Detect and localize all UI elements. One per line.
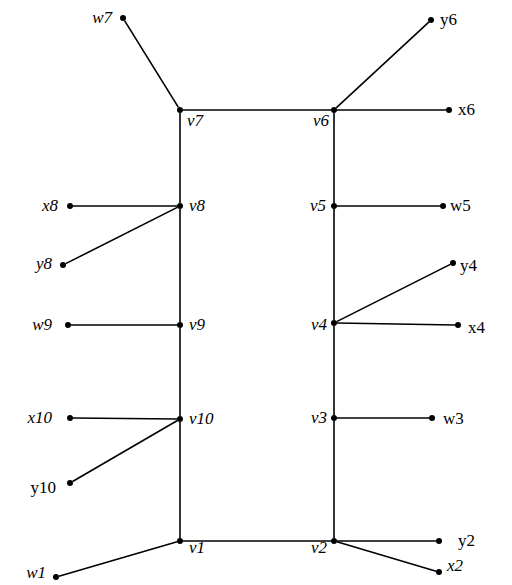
graph-edge xyxy=(71,324,177,326)
graph-edge xyxy=(179,209,181,322)
graph-vertex: y2 xyxy=(436,538,442,544)
graph-vertex: y8 xyxy=(60,262,66,268)
graph-vertex: w7 xyxy=(120,15,126,21)
graph-vertex: v1 xyxy=(177,538,183,544)
vertex-label: v6 xyxy=(313,111,329,131)
graph-vertex: x10 xyxy=(67,415,73,421)
graph-vertex: y10 xyxy=(67,480,73,486)
vertex-label: v4 xyxy=(311,315,327,335)
vertex-label: v3 xyxy=(311,408,327,428)
vertex-label: y4 xyxy=(460,256,477,276)
graph-edge xyxy=(73,417,177,420)
graph-edge xyxy=(73,421,178,482)
graph-edge xyxy=(183,109,331,111)
graph-vertex: v6 xyxy=(331,107,337,113)
graph-vertex: v8 xyxy=(177,203,183,209)
graph-vertex: v3 xyxy=(331,415,337,421)
vertex-label: y2 xyxy=(458,531,475,551)
graph-vertex: v9 xyxy=(177,322,183,328)
graph-edge xyxy=(337,542,436,571)
graph-vertex: x2 xyxy=(436,569,442,575)
graph-vertex: y6 xyxy=(428,17,434,23)
graph-edge xyxy=(73,205,177,207)
vertex-label: x10 xyxy=(27,408,52,428)
graph-edge xyxy=(183,540,331,542)
vertex-label: w7 xyxy=(92,8,112,28)
graph-vertex: w1 xyxy=(53,574,59,580)
graph-vertex: v4 xyxy=(331,320,337,326)
graph-vertex: v10 xyxy=(177,416,183,422)
graph-edge xyxy=(337,264,451,321)
vertex-label: v1 xyxy=(189,538,205,558)
graph-edge xyxy=(66,207,178,263)
graph-vertex: x4 xyxy=(455,322,461,328)
vertex-label: w1 xyxy=(26,563,46,583)
graph-edge xyxy=(337,323,455,325)
vertex-label: v2 xyxy=(311,538,327,558)
vertex-label: w5 xyxy=(450,196,471,216)
vertex-label: w3 xyxy=(443,409,464,429)
graph-edge xyxy=(333,326,335,415)
graph-vertex: v5 xyxy=(331,203,337,209)
graph-vertex: x6 xyxy=(446,107,452,113)
vertex-label: x8 xyxy=(42,196,58,216)
vertex-label: x4 xyxy=(468,318,485,338)
vertex-label: v8 xyxy=(189,196,205,216)
graph-edge xyxy=(333,209,335,320)
vertex-label: w9 xyxy=(32,315,52,335)
graph-edge xyxy=(337,205,440,207)
graph-vertex: y4 xyxy=(450,260,456,266)
graph-vertex: w9 xyxy=(65,322,71,328)
graph-edge xyxy=(337,109,446,111)
vertex-label: x2 xyxy=(447,556,463,576)
vertex-label: y8 xyxy=(36,254,52,274)
vertex-label: v10 xyxy=(189,409,214,429)
graph-vertex: v2 xyxy=(331,538,337,544)
vertex-label: x6 xyxy=(458,100,475,120)
graph-edge xyxy=(59,542,177,576)
graph-edge xyxy=(125,21,179,108)
graph-edge xyxy=(337,540,436,542)
graph-vertex: x8 xyxy=(67,203,73,209)
graph-edge xyxy=(333,113,335,203)
graph-edge xyxy=(337,417,429,419)
graph-vertex: v7 xyxy=(177,107,183,113)
vertex-label: y6 xyxy=(440,10,457,30)
graph-edge xyxy=(179,113,181,203)
vertex-label: v9 xyxy=(189,315,205,335)
vertex-label: y10 xyxy=(31,478,57,498)
graph-edge xyxy=(179,422,181,538)
graph-vertex: w5 xyxy=(440,203,446,209)
graph-vertex: w3 xyxy=(429,415,435,421)
graph-edge xyxy=(336,22,429,108)
graph-edge xyxy=(179,328,181,416)
graph-edge xyxy=(333,421,335,538)
vertex-label: v7 xyxy=(187,111,203,131)
vertex-label: v5 xyxy=(310,196,326,216)
